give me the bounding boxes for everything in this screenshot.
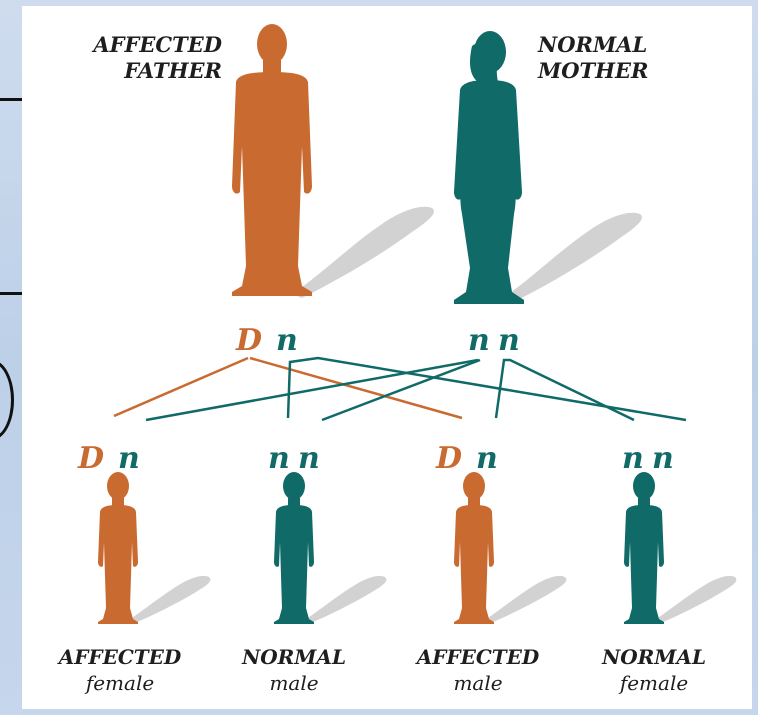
line-father-n-to-child2-child4	[286, 356, 687, 422]
slide-rule-top	[0, 98, 22, 101]
line-mother-n-to-child2	[321, 358, 481, 422]
mother-shadow	[500, 212, 642, 304]
slide-bullet-circle	[0, 360, 14, 440]
child1-silhouette	[98, 472, 138, 624]
line-father-D-to-child1	[113, 356, 249, 418]
mother-allele-1: n	[468, 323, 490, 358]
child4-silhouette	[624, 472, 664, 624]
child2-allele-1: n	[268, 441, 290, 476]
child2-silhouette	[274, 472, 314, 624]
child4-shadow	[652, 575, 737, 624]
child1-status-label: AFFECTED	[57, 645, 182, 669]
father-label-line1: AFFECTED	[91, 32, 222, 57]
line-father-D-to-child3	[249, 356, 463, 420]
child1-shadow	[126, 575, 211, 624]
line-mother-n-to-child3-child4	[494, 358, 635, 422]
father-shadow	[292, 206, 434, 298]
child3-sex-label: male	[453, 671, 502, 695]
child1-allele-1: D	[77, 441, 104, 476]
slide-rule-bottom	[0, 292, 22, 295]
child3-silhouette	[454, 472, 494, 624]
inheritance-lines	[113, 356, 687, 422]
child4-sex-label: female	[618, 671, 688, 695]
father-silhouette	[232, 24, 312, 296]
child3-allele-2: n	[476, 441, 498, 476]
child4-allele-2: n	[652, 441, 674, 476]
father-allele-1: D	[235, 323, 262, 358]
inheritance-diagram: AFFECTED FATHER NORMAL MOTHER D n n n D …	[57, 24, 737, 695]
child2-status-label: NORMAL	[241, 645, 346, 669]
father-allele-2: n	[276, 323, 298, 358]
child4-allele-1: n	[622, 441, 644, 476]
child1-sex-label: female	[84, 671, 154, 695]
mother-label-line1: NORMAL	[537, 32, 647, 57]
mother-label-line2: MOTHER	[537, 58, 648, 83]
child1-allele-2: n	[118, 441, 140, 476]
line-mother-n-to-child1	[145, 358, 479, 422]
child2-shadow	[302, 575, 387, 624]
child3-allele-1: D	[435, 441, 462, 476]
mother-silhouette	[454, 31, 524, 304]
child4-status-label: NORMAL	[601, 645, 706, 669]
child2-sex-label: male	[269, 671, 318, 695]
child3-status-label: AFFECTED	[415, 645, 540, 669]
inheritance-diagram-panel: AFFECTED FATHER NORMAL MOTHER D n n n D …	[22, 6, 752, 709]
child3-shadow	[482, 575, 567, 624]
mother-allele-2: n	[498, 323, 520, 358]
father-label-line2: FATHER	[123, 58, 222, 83]
child2-allele-2: n	[298, 441, 320, 476]
